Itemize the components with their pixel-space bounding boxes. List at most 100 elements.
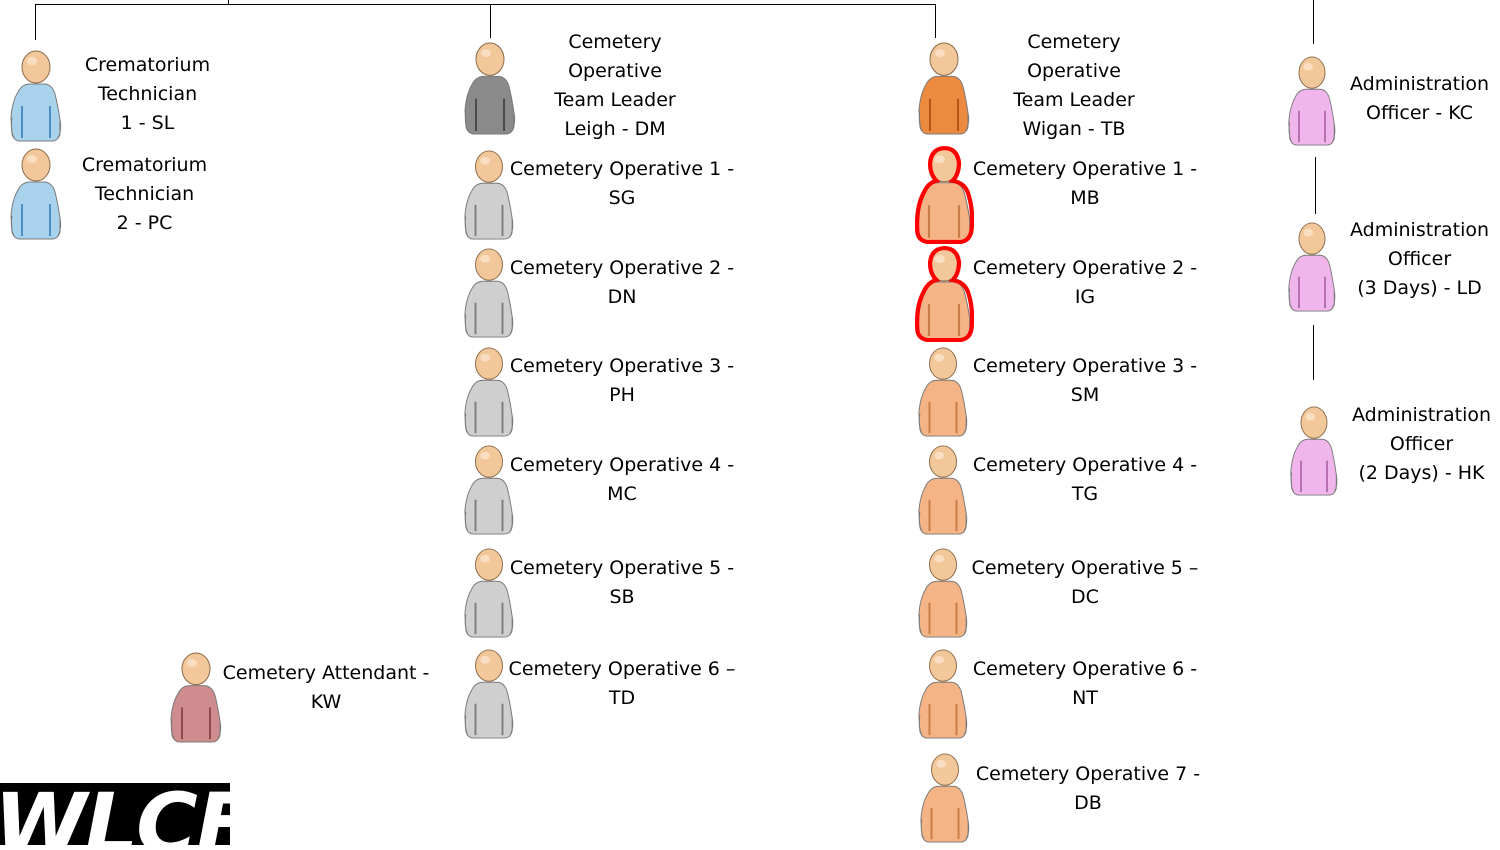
- label-line: DB: [1074, 792, 1102, 814]
- node-label: Cemetery Operative 7 - DB: [968, 760, 1208, 818]
- person-orange-icon: [916, 345, 970, 439]
- label-line: Cemetery Operative 1 -: [509, 158, 735, 180]
- label-line: Crematorium: [84, 54, 211, 76]
- node-label: Cemetery Operative 5 – DC: [965, 554, 1205, 612]
- label-line: Cemetery Attendant -: [222, 662, 430, 684]
- label-line: Technician: [94, 183, 195, 205]
- node-label: Cemetery Operative 1 - SG: [502, 155, 742, 213]
- label-line: Cemetery Operative 6 –: [508, 658, 736, 680]
- node-label: Cemetery Operative 3 - SM: [965, 352, 1205, 410]
- label-line: Cemetery Operative 3 -: [509, 355, 735, 377]
- person-pink-icon: [1288, 404, 1340, 498]
- label-line: Cemetery Operative 5 -: [509, 557, 735, 579]
- label-line: MB: [1070, 187, 1100, 209]
- node-label: Cemetery Operative 4 -MC: [502, 451, 742, 509]
- label-line: SB: [609, 586, 635, 608]
- person-blue-icon: [8, 48, 64, 144]
- person-orange-icon: [918, 751, 972, 845]
- node-label: Cemetery Operative 6 - NT: [965, 655, 1205, 713]
- label-line: (3 Days) - LD: [1357, 277, 1482, 299]
- person-pink-icon: [1286, 220, 1338, 314]
- node-label: Cemetery Operative 5 - SB: [502, 554, 742, 612]
- label-line: Officer: [1389, 433, 1454, 455]
- connector-up-attendant: [228, 0, 229, 5]
- node-label: Cemetery Operative 2 - IG: [965, 254, 1205, 312]
- connector-drop-wigan: [935, 4, 936, 38]
- person-dark-orange-icon: [916, 40, 972, 137]
- label-line: KW: [310, 691, 342, 713]
- label-line: Leigh - DM: [564, 118, 666, 140]
- label-line: Administration: [1349, 219, 1490, 241]
- node-label: Cemetery Operative 4 - TG: [965, 451, 1205, 509]
- label-line: IG: [1074, 286, 1096, 308]
- label-line: Cemetery Operative 6 -: [972, 658, 1198, 680]
- label-line: Officer: [1387, 248, 1452, 270]
- connector-admin-top: [1313, 0, 1314, 44]
- person-orange-highlighted-icon: [914, 245, 975, 342]
- label-line: Cemetery Operative 7 -: [975, 763, 1201, 785]
- person-grey-icon: [462, 546, 516, 640]
- label-line: TD: [608, 687, 636, 709]
- label-line: SM: [1070, 384, 1100, 406]
- label-line: SG: [608, 187, 636, 209]
- wlcf-logo: WLCF: [0, 783, 230, 845]
- person-grey-icon: [462, 443, 516, 537]
- label-line: Cemetery Operative 4 -: [972, 454, 1198, 476]
- label-line: Team Leader: [1013, 89, 1135, 111]
- person-pink-icon: [1286, 54, 1338, 148]
- label-line: Team Leader: [554, 89, 676, 111]
- label-line: NT: [1072, 687, 1098, 709]
- node-label: Cemetery Operative 2 - DN: [502, 254, 742, 312]
- label-line: Cemetery Operative 1 -: [972, 158, 1198, 180]
- label-line: Cemetery: [568, 31, 662, 53]
- label-line: Administration: [1349, 73, 1490, 95]
- label-line: Wigan - TB: [1022, 118, 1126, 140]
- person-grey-icon: [462, 345, 516, 439]
- label-line: 1 - SL: [120, 112, 175, 134]
- label-line: Operative: [568, 60, 662, 82]
- person-orange-icon: [916, 546, 970, 640]
- label-line: Cemetery Operative 2 -: [509, 257, 735, 279]
- connector-top-horizontal: [35, 4, 936, 5]
- node-label: Cemetery Attendant - KW: [210, 659, 442, 717]
- person-grey-icon: [462, 246, 516, 340]
- label-line: MC: [607, 483, 637, 505]
- label-line: TG: [1071, 483, 1099, 505]
- person-orange-icon: [916, 647, 970, 741]
- label-line: Cemetery Operative 5 –: [971, 557, 1199, 579]
- connector-drop-leigh: [490, 4, 491, 38]
- connector-admin-1-2: [1315, 157, 1316, 214]
- connector-drop-crematorium: [35, 4, 36, 40]
- connector-admin-2-3: [1313, 325, 1314, 380]
- node-label: Cemetery Operative 1 - MB: [965, 155, 1205, 213]
- label-line: Cemetery Operative 2 -: [972, 257, 1198, 279]
- node-label: Cemetery Operative 3 - PH: [502, 352, 742, 410]
- label-line: Officer - KC: [1366, 102, 1473, 124]
- person-grey-icon: [462, 647, 516, 741]
- label-line: Cemetery Operative 3 -: [972, 355, 1198, 377]
- label-line: Operative: [1027, 60, 1121, 82]
- label-line: PH: [609, 384, 635, 406]
- person-orange-icon: [916, 443, 970, 537]
- person-rose-icon: [168, 650, 224, 745]
- label-line: 2 - PC: [116, 212, 173, 234]
- label-line: Administration: [1351, 404, 1492, 426]
- logo-text: WLCF: [0, 783, 230, 845]
- label-line: (2 Days) - HK: [1358, 462, 1485, 484]
- person-blue-icon: [8, 146, 64, 242]
- label-line: DN: [607, 286, 637, 308]
- person-orange-highlighted-icon: [914, 145, 975, 244]
- label-line: Crematorium: [81, 154, 208, 176]
- person-dark-grey-icon: [462, 40, 518, 137]
- label-line: Cemetery: [1027, 31, 1121, 53]
- label-line: DC: [1071, 586, 1099, 608]
- node-label: Cemetery Operative 6 – TD: [502, 655, 742, 713]
- person-grey-icon: [462, 148, 516, 242]
